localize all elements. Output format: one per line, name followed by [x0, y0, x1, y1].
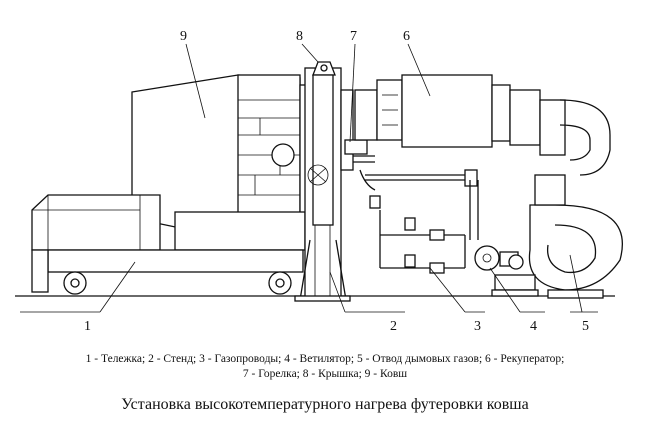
callout-2: 2 [390, 319, 397, 334]
callout-3: 3 [474, 319, 481, 334]
callout-8: 8 [296, 29, 303, 44]
callout-9: 9 [180, 29, 187, 44]
trolley [31, 194, 306, 295]
callout-5: 5 [582, 319, 589, 334]
callout-4: 4 [530, 319, 537, 334]
gas-pipelines [365, 169, 479, 274]
burner [340, 89, 381, 209]
recuperator [354, 74, 566, 156]
legend-line-2: 7 - Горелка; 8 - Крышка; 9 - Ковш [242, 368, 408, 380]
installation-drawing: 9 8 7 6 1 2 3 4 5 [15, 29, 623, 334]
figure-caption: Установка высокотемпературного нагрева ф… [121, 396, 529, 413]
callout-6: 6 [403, 29, 410, 44]
legend: 1 - Тележка; 2 - Стенд; 3 - Газопроводы;… [0, 352, 650, 382]
legend-line-1: 1 - Тележка; 2 - Стенд; 3 - Газопроводы;… [85, 353, 565, 365]
callout-1: 1 [84, 319, 91, 334]
callouts: 9 8 7 6 1 2 3 4 5 [20, 29, 598, 334]
lid [307, 61, 336, 226]
fan [474, 245, 539, 297]
flue-gas-duct [528, 99, 623, 299]
callout-7: 7 [350, 29, 357, 44]
